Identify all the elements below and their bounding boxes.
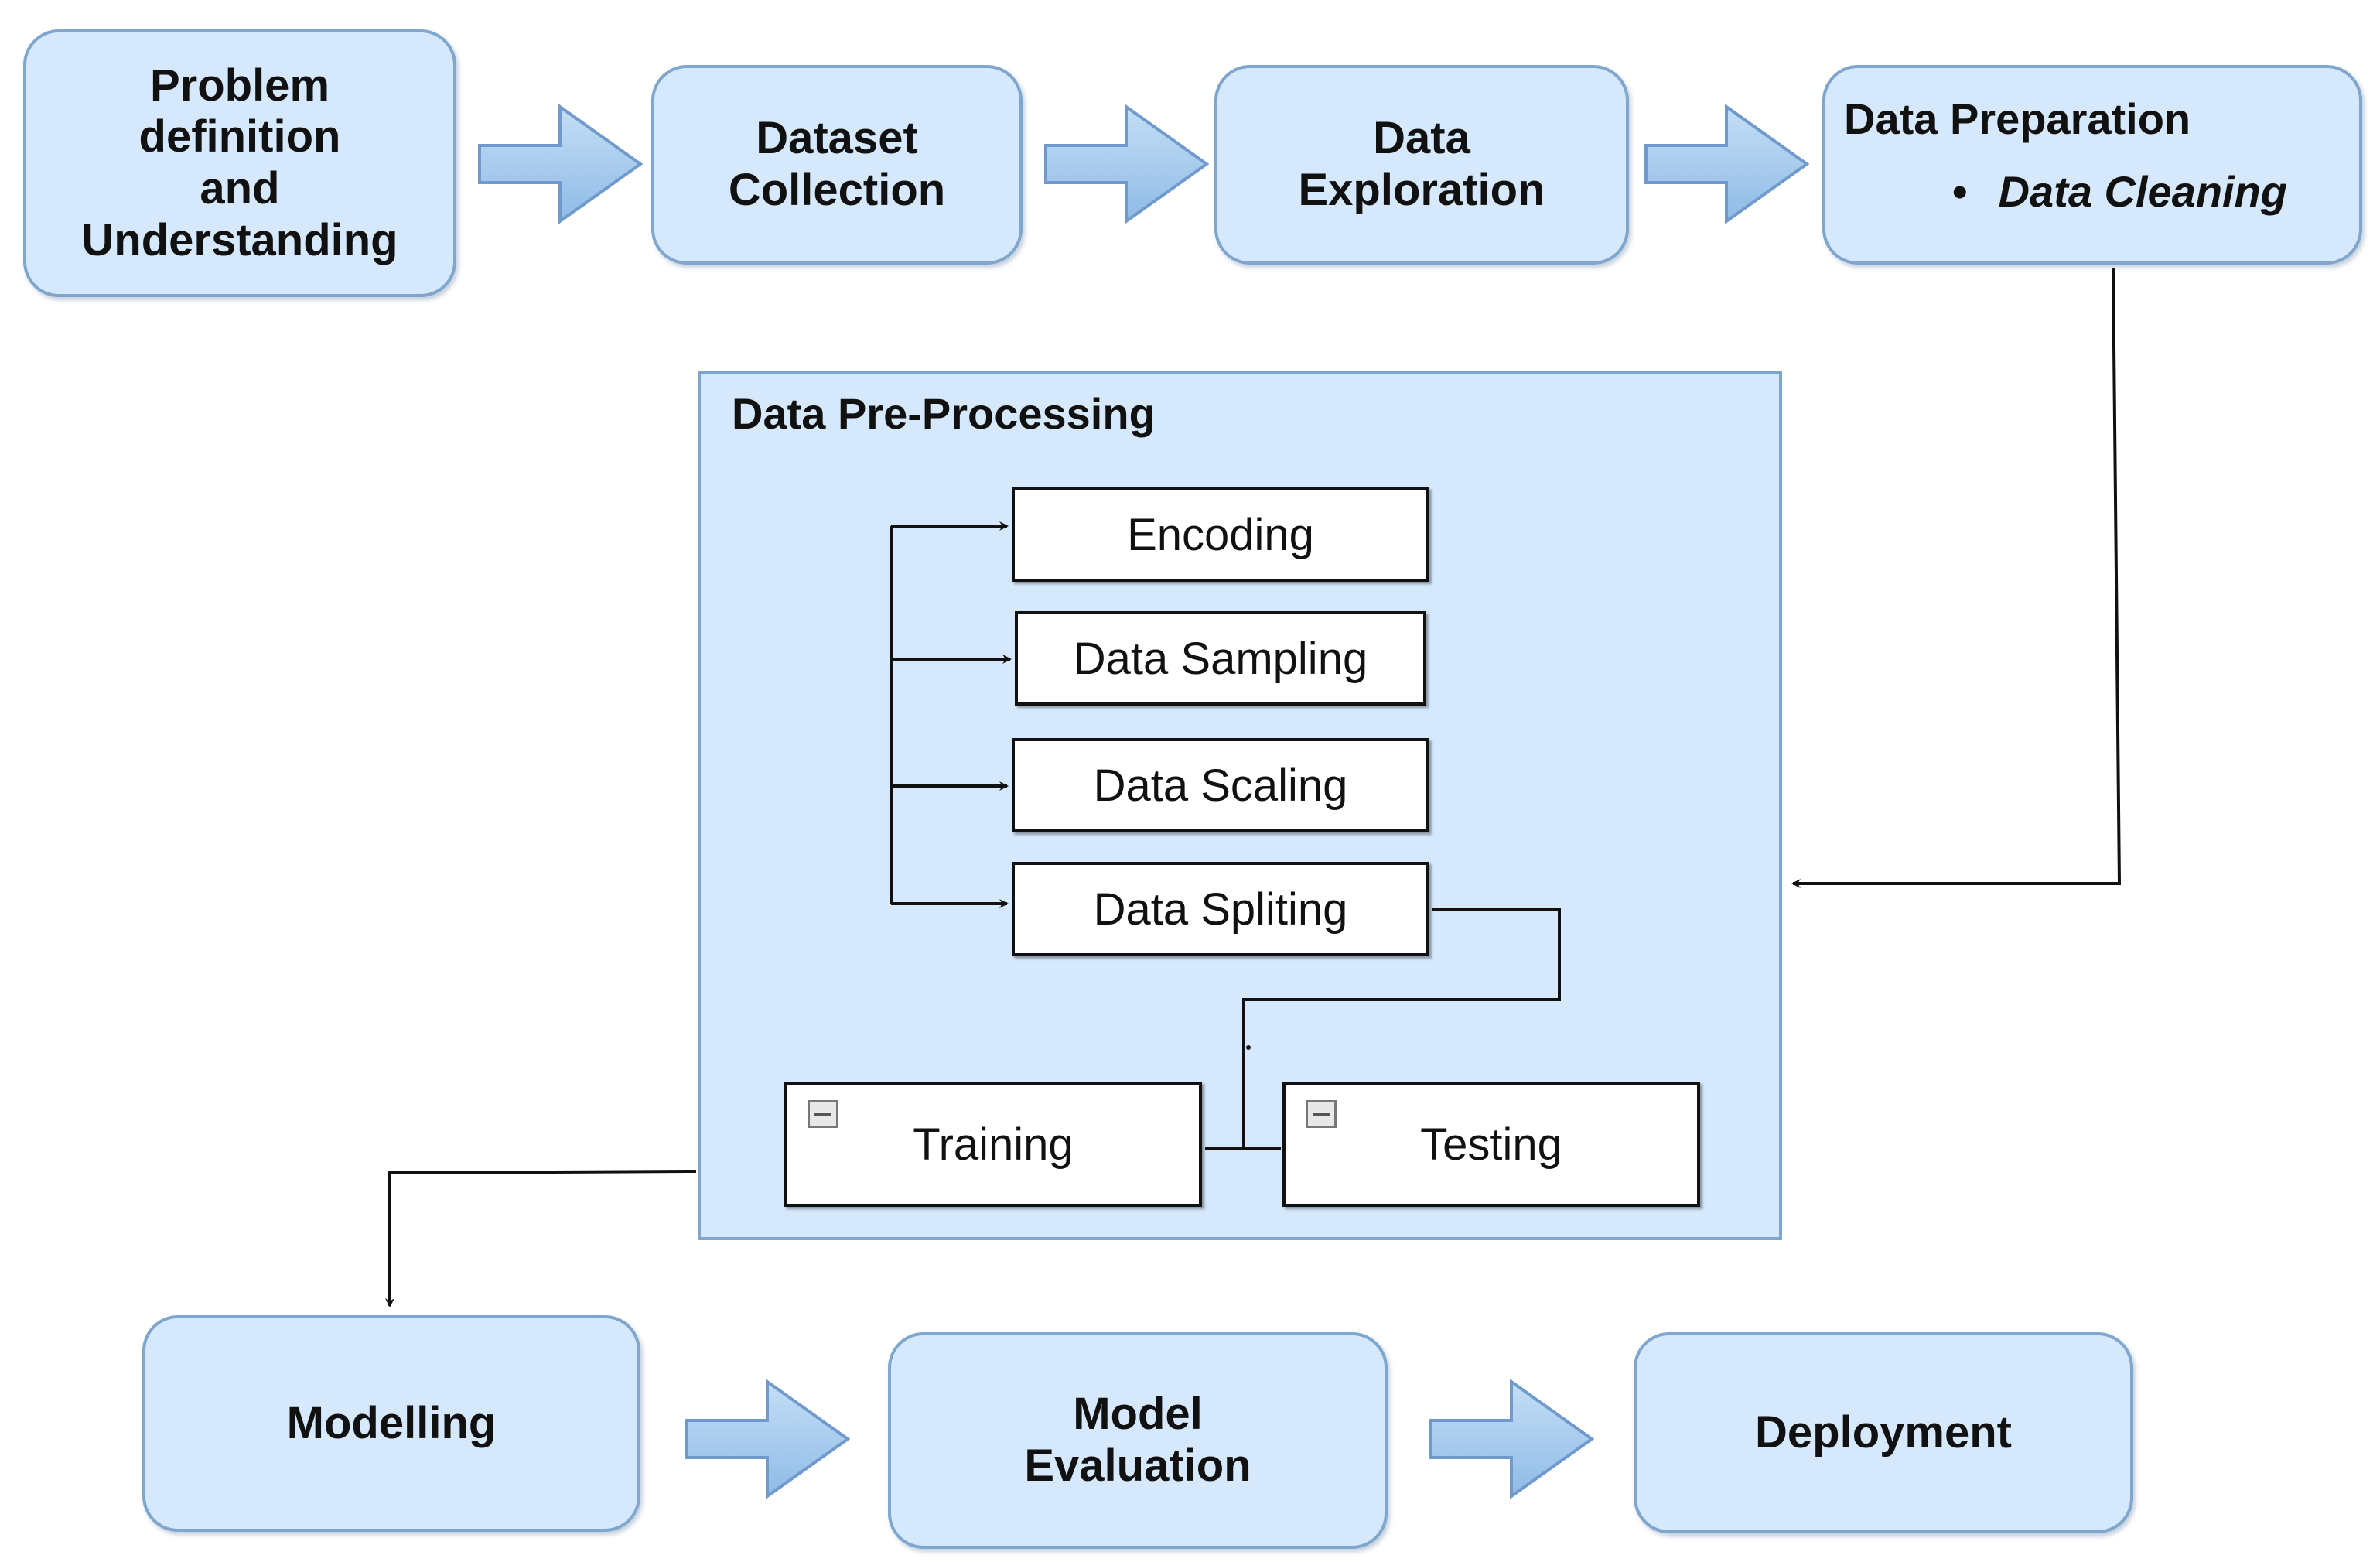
- stage-data-exploration: Data Exploration: [1214, 65, 1629, 265]
- split-training-label: Training: [913, 1119, 1074, 1170]
- split-training: Training: [784, 1082, 1202, 1207]
- right-block-arrow-icon: [1644, 104, 1810, 224]
- data-preprocessing-title: Data Pre-Processing: [732, 389, 1156, 438]
- stage-modelling: Modelling: [142, 1315, 640, 1532]
- collapse-minus-icon[interactable]: [1306, 1100, 1337, 1128]
- step-data-scaling: Data Scaling: [1012, 738, 1429, 832]
- right-block-arrow-icon: [478, 104, 644, 224]
- split-testing-label: Testing: [1420, 1119, 1562, 1170]
- step-data-sampling: Data Sampling: [1015, 611, 1426, 706]
- split-testing: Testing: [1282, 1082, 1700, 1207]
- stage-dataset-collection-label: Dataset Collection: [728, 113, 946, 215]
- connector-spliting-to-sets: [1242, 908, 1561, 1148]
- right-block-arrow-icon: [1044, 104, 1210, 224]
- stage-model-evaluation-label: Model Evaluation: [1024, 1389, 1251, 1491]
- stage-data-preparation-title: Data Preparation: [1844, 94, 2191, 143]
- stage-problem-definition: Problem definition and Understanding: [23, 29, 456, 297]
- stage-deployment-label: Deployment: [1755, 1406, 2012, 1458]
- stage-data-preparation: Data Preparation • Data Cleaning: [1822, 65, 2362, 265]
- stage-model-evaluation: Model Evaluation: [888, 1332, 1388, 1549]
- right-block-arrow-icon: [1429, 1379, 1595, 1499]
- data-cleaning-bullet: • Data Cleaning: [1952, 167, 2287, 217]
- right-block-arrow-icon: [685, 1379, 851, 1499]
- stage-deployment: Deployment: [1634, 1332, 2133, 1533]
- connector-preparation-to-preprocessing: [1791, 267, 2122, 888]
- bullet-dot-icon: •: [1952, 167, 1968, 217]
- connector-preprocessing-to-modelling: [385, 1170, 697, 1307]
- connector-junction-dot: [1246, 1045, 1251, 1050]
- collapse-minus-icon[interactable]: [808, 1100, 838, 1128]
- stage-modelling-label: Modelling: [286, 1397, 497, 1448]
- stage-dataset-collection: Dataset Collection: [651, 65, 1023, 265]
- data-cleaning-label: Data Cleaning: [1998, 167, 2288, 217]
- step-encoding: Encoding: [1012, 487, 1429, 582]
- step-data-spliting: Data Spliting: [1012, 862, 1429, 956]
- stage-problem-definition-label: Problem definition and Understanding: [81, 60, 398, 265]
- stage-data-exploration-label: Data Exploration: [1298, 113, 1545, 215]
